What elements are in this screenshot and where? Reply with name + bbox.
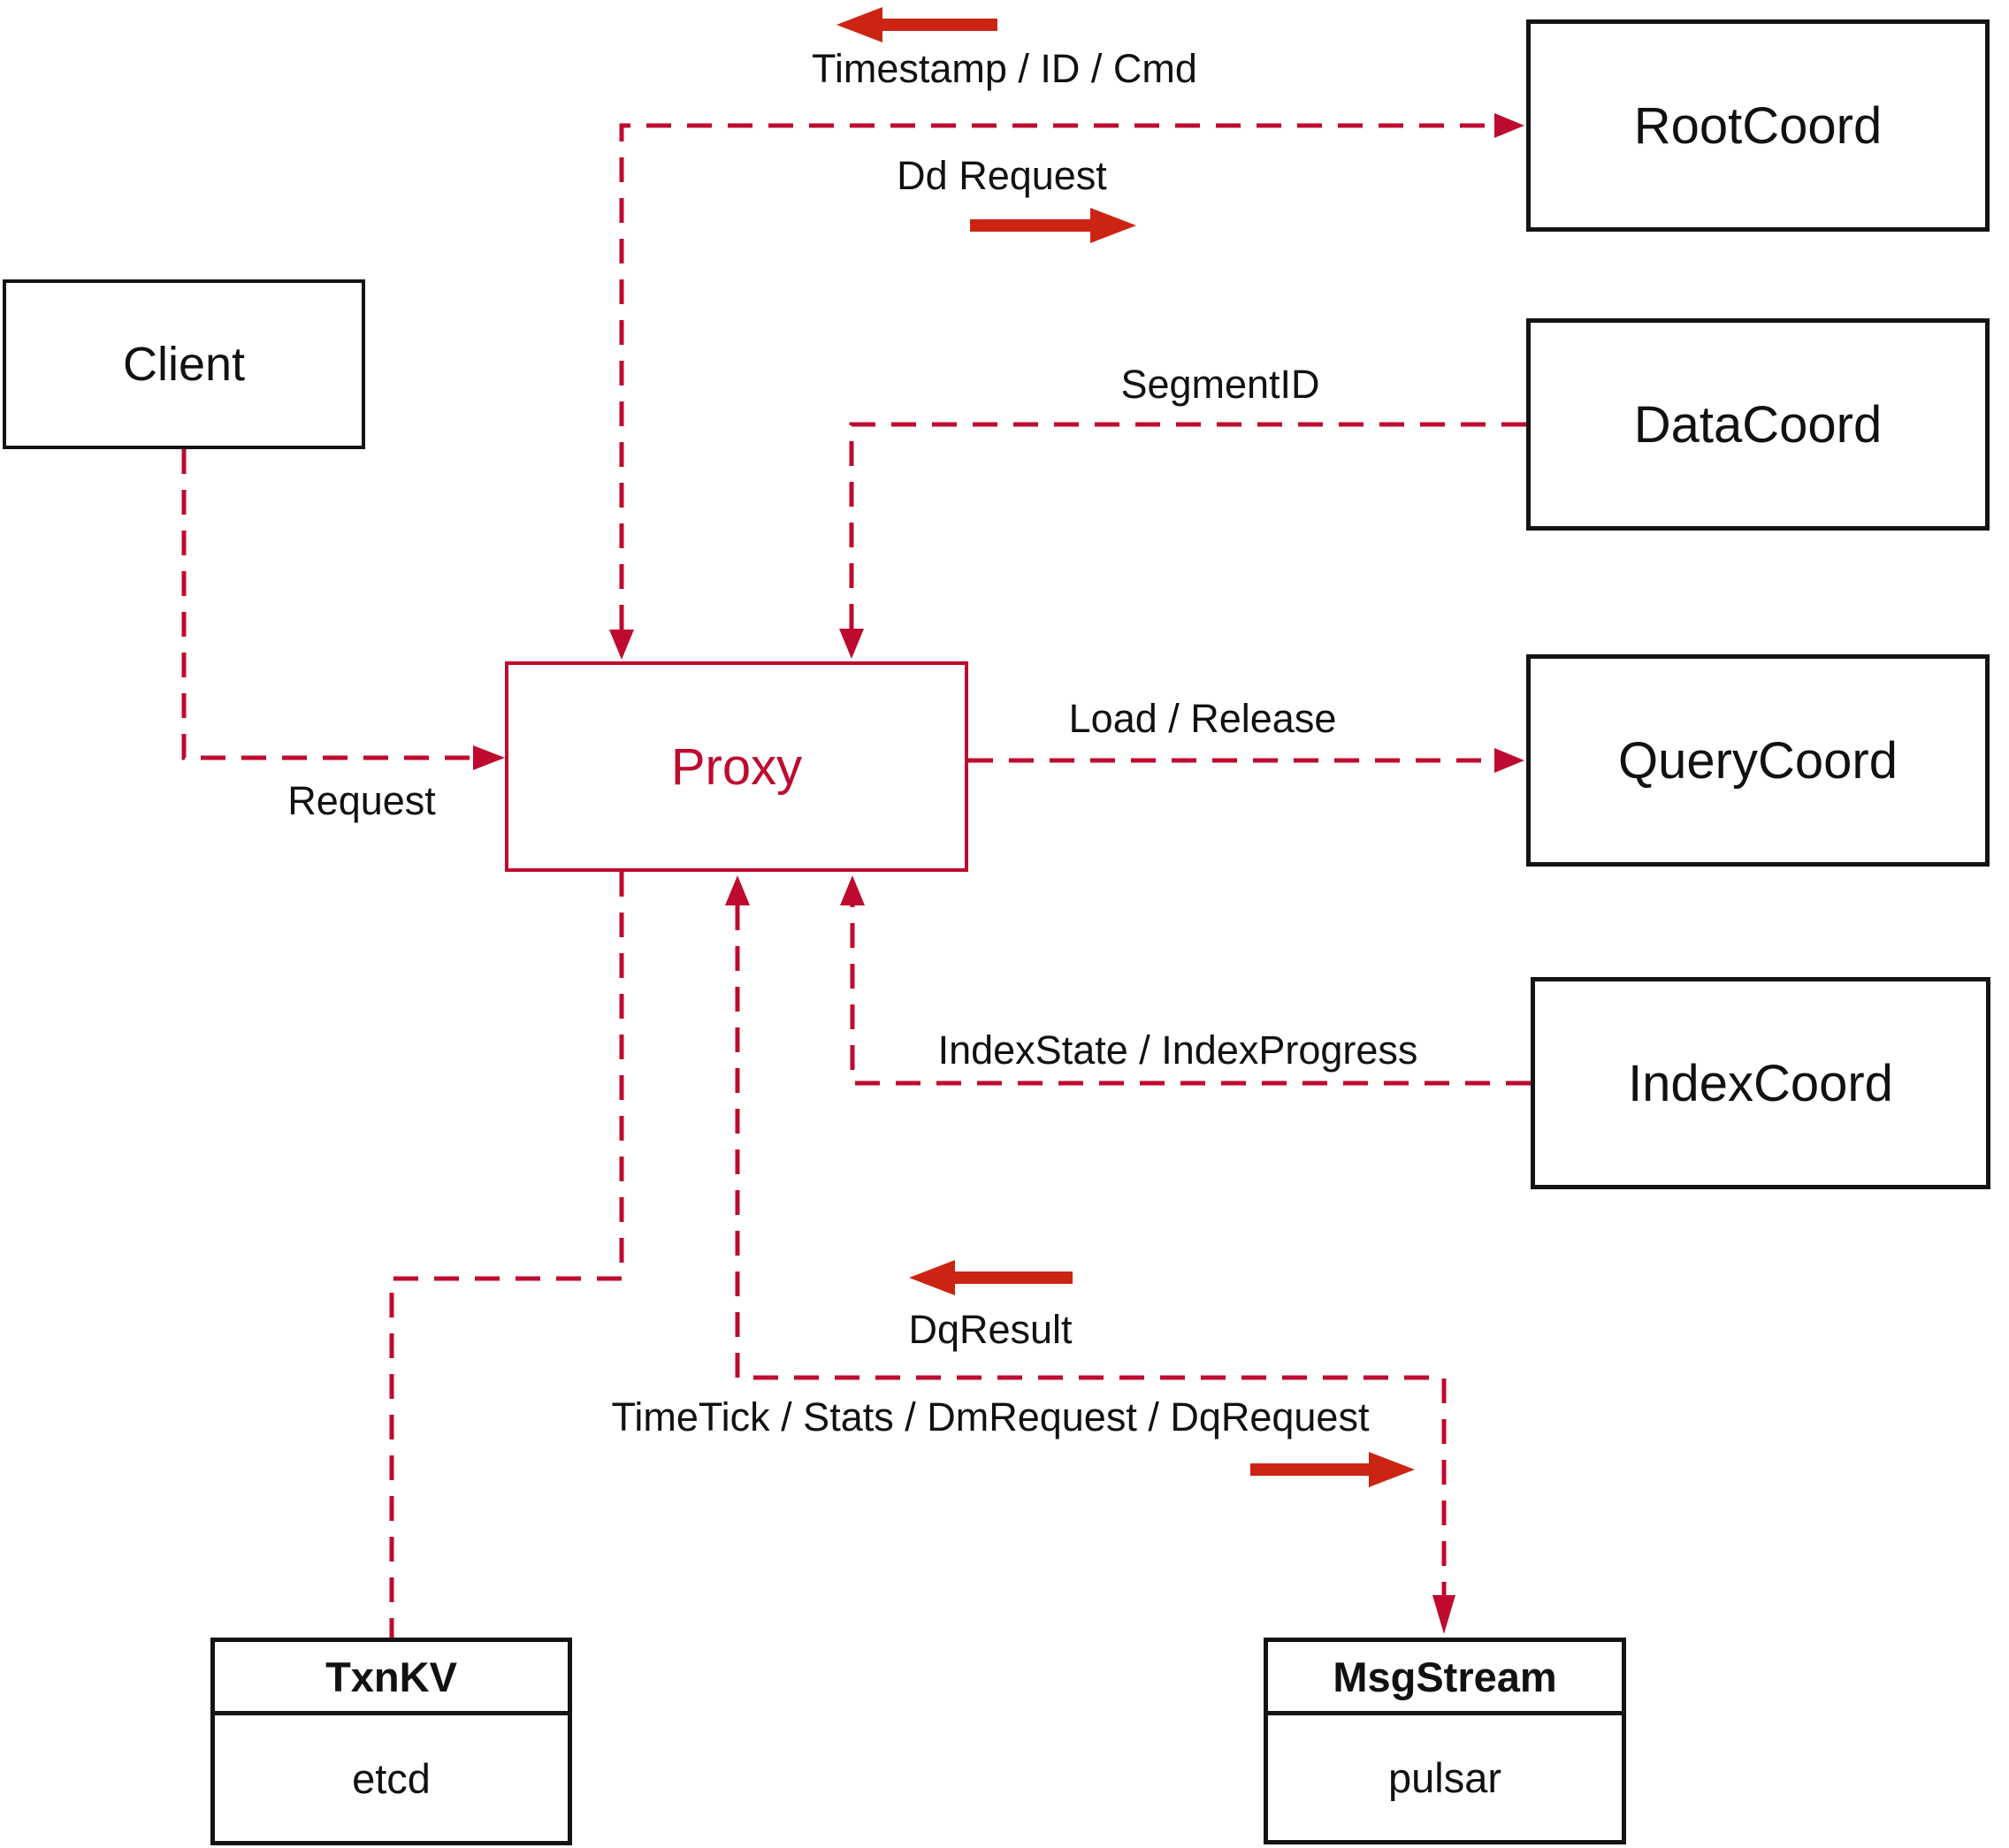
timetick-direction-right-arrow-icon <box>1250 1452 1415 1487</box>
msgstream-node-body: pulsar <box>1387 1754 1501 1801</box>
indexstate-edge-label: IndexState / IndexProgress <box>937 1027 1418 1073</box>
arrowhead-into-rootcoord-icon <box>1494 113 1524 138</box>
proxy-to-txnkv-line <box>389 872 624 1638</box>
msgstream-node-title: MsgStream <box>1268 1642 1622 1715</box>
arrowhead-into-proxy-left-icon <box>473 745 505 770</box>
datacoord-node: DataCoord <box>1526 318 1990 531</box>
dd-request-direction-right-arrow-icon <box>970 208 1136 243</box>
dqresult-direction-left-arrow-icon <box>909 1260 1073 1295</box>
timestamp-edge-label: Timestamp / ID / Cmd <box>812 46 1197 91</box>
client-node-label: Client <box>122 338 246 391</box>
arrowhead-into-proxy-top-left-icon <box>609 630 634 660</box>
datacoord-node-label: DataCoord <box>1633 395 1883 454</box>
indexcoord-node: IndexCoord <box>1531 977 1990 1189</box>
proxy-rootcoord-line <box>619 123 1494 630</box>
dd-request-edge-label: Dd Request <box>897 153 1107 198</box>
request-edge-label: Request <box>287 778 436 823</box>
indexcoord-to-proxy-line <box>850 905 1531 1086</box>
timetick-edge-label: TimeTick / Stats / DmRequest / DqRequest <box>611 1394 1370 1439</box>
txnkv-node: TxnKV etcd <box>210 1638 572 1845</box>
client-to-proxy-line <box>181 449 473 760</box>
segmentid-edge-label: SegmentID <box>1120 362 1320 407</box>
txnkv-node-title: TxnKV <box>215 1642 568 1715</box>
arrowhead-into-proxy-bottom-right-icon <box>840 875 865 905</box>
indexcoord-node-label: IndexCoord <box>1628 1054 1893 1112</box>
msgstream-node: MsgStream pulsar <box>1264 1638 1626 1844</box>
querycoord-node-label: QueryCoord <box>1618 731 1898 790</box>
arrowhead-into-msgstream-icon <box>1432 1595 1455 1634</box>
arrowhead-into-proxy-top-right-icon <box>839 629 864 659</box>
proxy-node-label: Proxy <box>670 737 803 796</box>
arrowhead-into-proxy-bottom-left-icon <box>725 875 750 905</box>
querycoord-node: QueryCoord <box>1526 654 1990 867</box>
rootcoord-node: RootCoord <box>1526 19 1990 232</box>
timestamp-direction-left-arrow-icon <box>836 7 997 42</box>
client-node: Client <box>3 279 365 449</box>
rootcoord-node-label: RootCoord <box>1633 96 1883 155</box>
load-release-edge-label: Load / Release <box>1068 696 1337 741</box>
datacoord-to-proxy-line <box>849 422 1526 629</box>
proxy-node: Proxy <box>505 661 968 872</box>
txnkv-node-body: etcd <box>352 1754 431 1802</box>
proxy-msgstream-line <box>735 905 1447 1602</box>
dqresult-edge-label: DqResult <box>908 1307 1073 1352</box>
arrowhead-into-querycoord-icon <box>1494 748 1524 773</box>
